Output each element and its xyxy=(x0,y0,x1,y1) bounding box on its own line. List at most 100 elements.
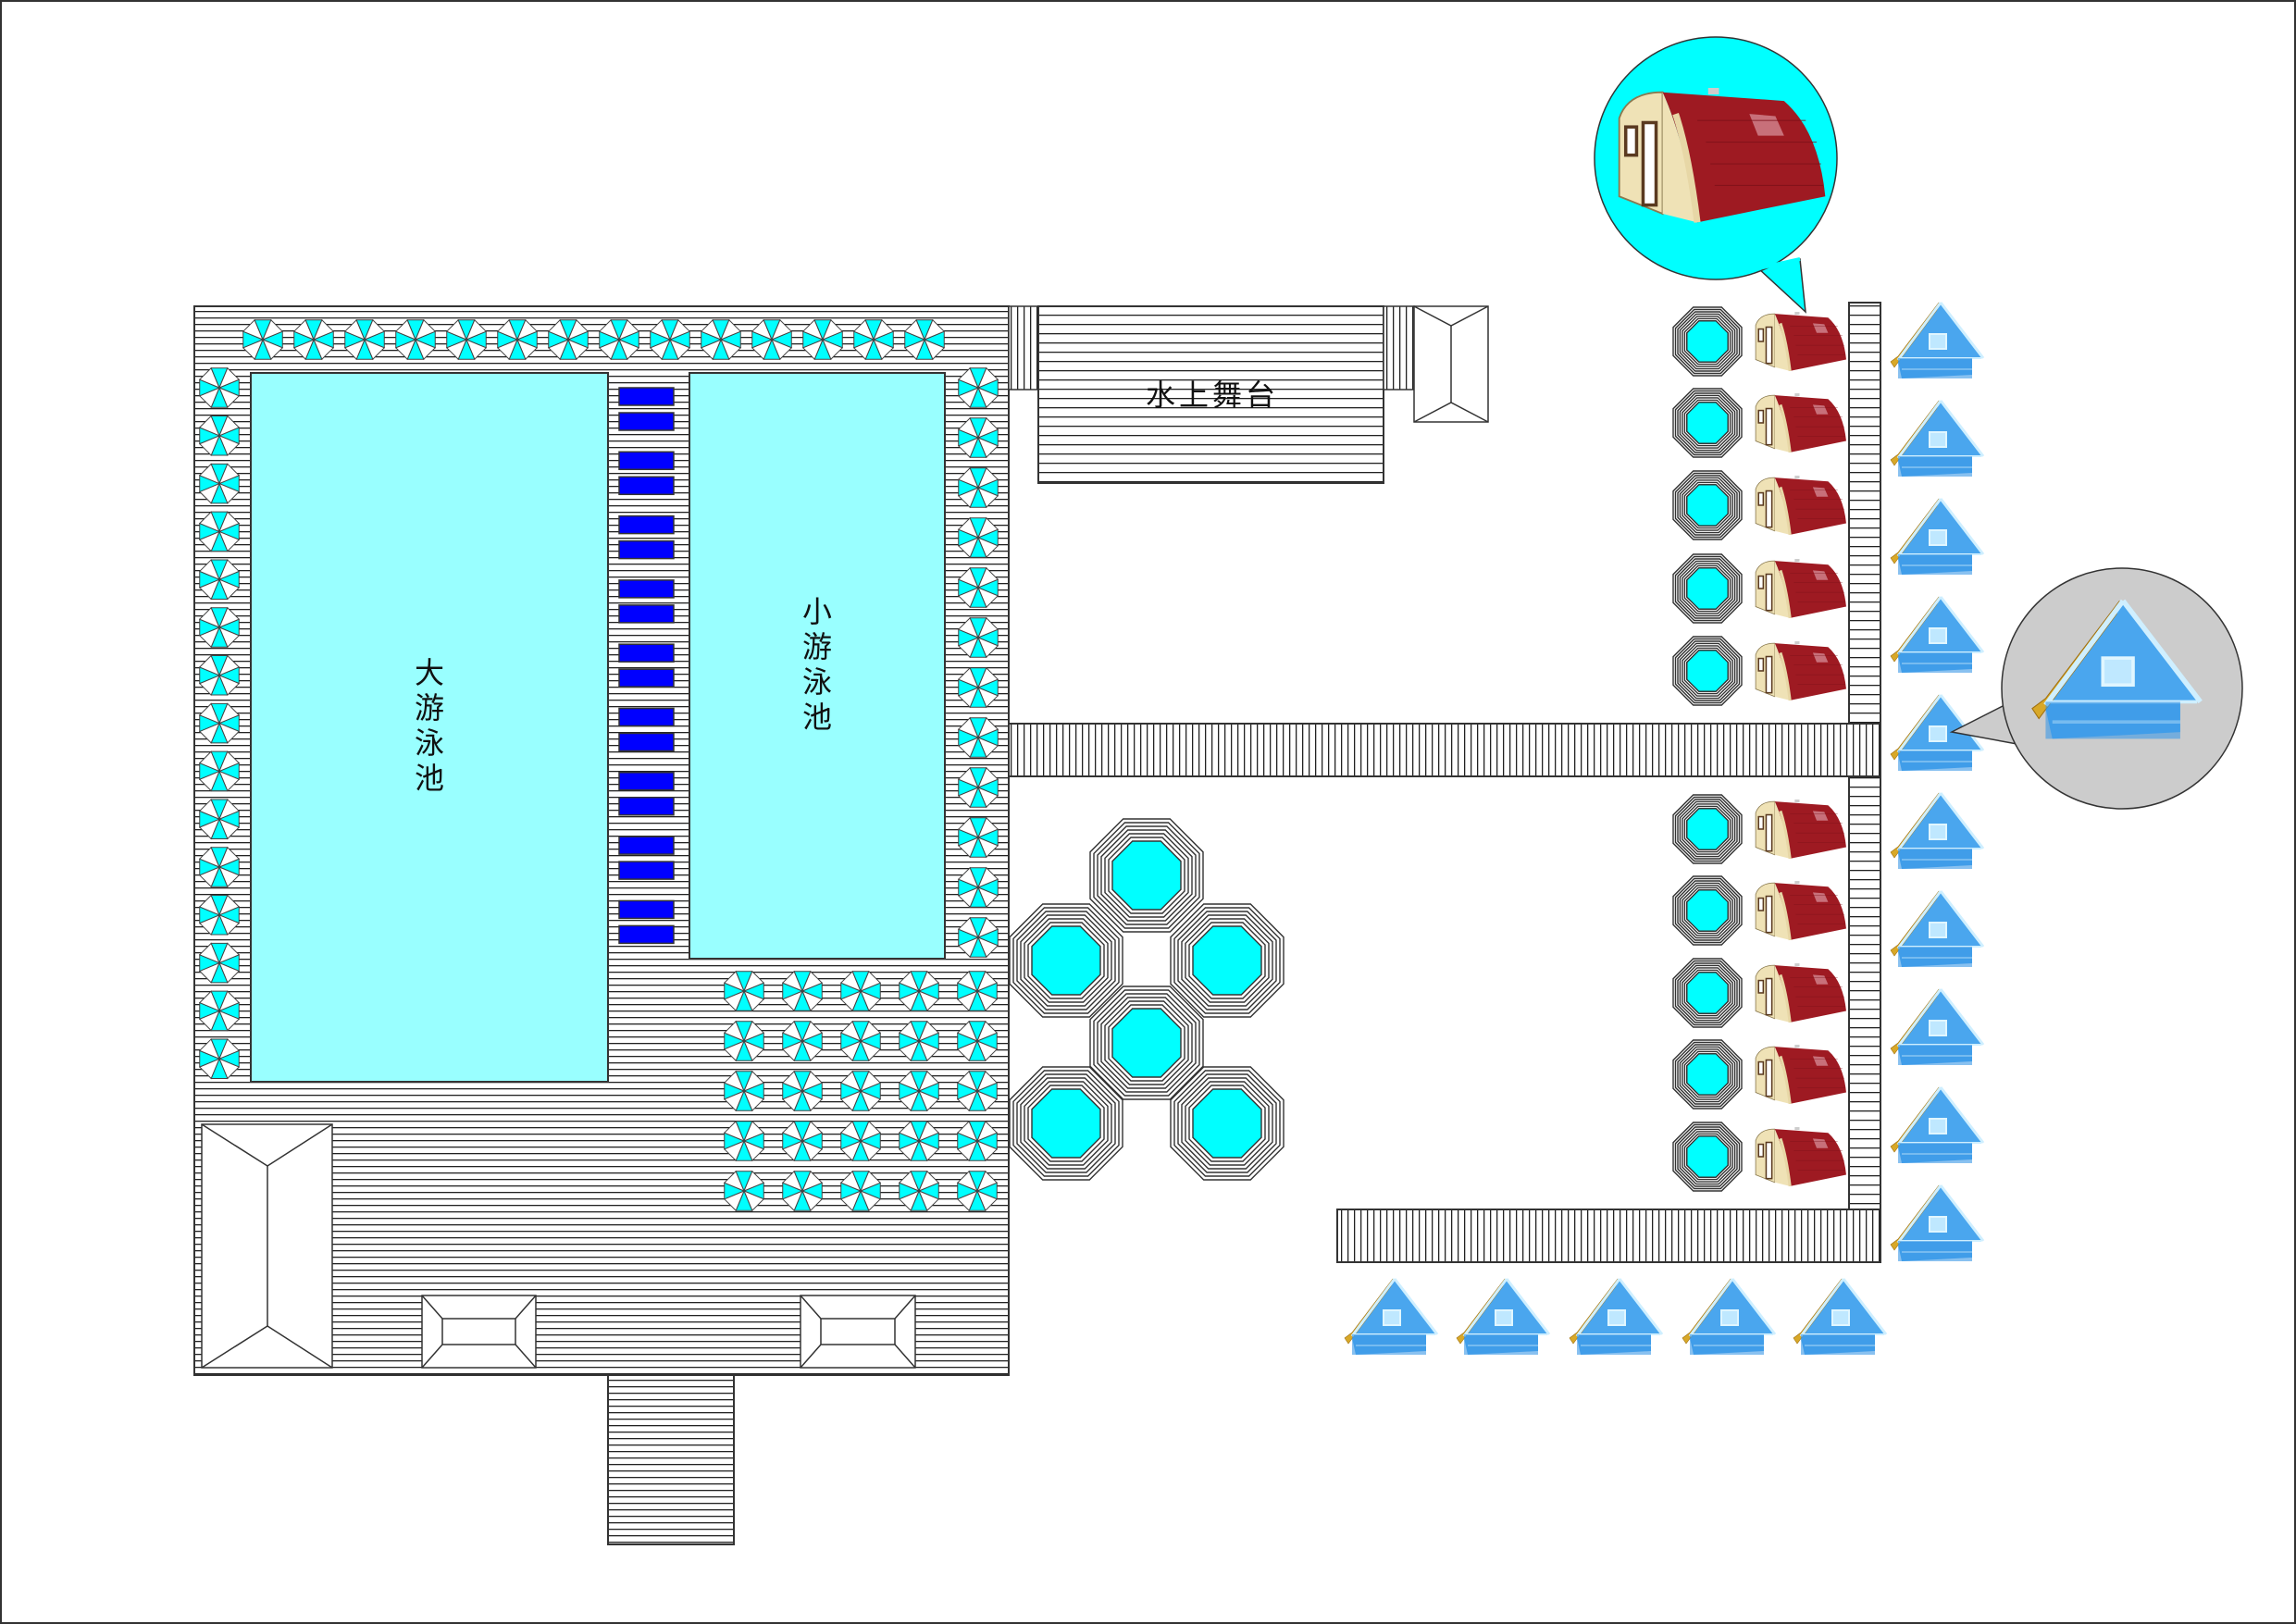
umbrella xyxy=(898,970,940,1012)
sun-lounger xyxy=(618,514,675,535)
umbrella xyxy=(839,1070,882,1112)
umbrella xyxy=(700,318,742,361)
umbrella xyxy=(957,616,999,659)
umbrella xyxy=(394,318,437,361)
umbrella xyxy=(198,799,241,840)
stage-bridge-right xyxy=(1383,305,1415,391)
bottom-walkway xyxy=(1336,1209,1881,1263)
sun-lounger xyxy=(618,579,675,599)
sun-lounger xyxy=(618,668,675,688)
umbrella xyxy=(445,318,488,361)
umbrella xyxy=(956,1070,999,1112)
cabin-walkway-south xyxy=(1848,775,1881,1210)
umbrella xyxy=(956,970,999,1012)
private-jacuzzi xyxy=(1672,794,1743,864)
umbrella xyxy=(198,366,241,409)
umbrella xyxy=(839,1170,882,1212)
water-stage-label: 水上舞台 xyxy=(1146,378,1279,413)
umbrella xyxy=(957,866,999,909)
umbrella xyxy=(649,318,691,361)
umbrella xyxy=(292,318,335,361)
entrance-pier xyxy=(607,1374,735,1545)
changing-building xyxy=(201,1123,333,1369)
private-jacuzzi xyxy=(1672,1122,1743,1192)
sun-lounger xyxy=(618,861,675,880)
umbrella xyxy=(723,1120,765,1162)
aframe-callout xyxy=(1949,567,2243,810)
umbrella xyxy=(198,942,241,984)
jacuzzi xyxy=(1089,986,1204,1100)
umbrella xyxy=(957,816,999,859)
jacuzzi xyxy=(1009,1066,1123,1181)
sun-lounger xyxy=(618,772,675,791)
sun-loungers xyxy=(618,387,675,945)
umbrella xyxy=(198,654,241,696)
water-stage xyxy=(1037,305,1384,484)
umbrella xyxy=(957,416,999,459)
stage-bridge-left xyxy=(1008,305,1039,391)
big-pool xyxy=(250,372,609,1083)
umbrella xyxy=(957,566,999,609)
umbrellas xyxy=(198,318,999,1212)
umbrella xyxy=(957,466,999,509)
umbrella xyxy=(956,1020,999,1062)
umbrella xyxy=(723,1070,765,1112)
private-jacuzzi xyxy=(1672,636,1743,706)
private-jacuzzi xyxy=(1672,553,1743,624)
main-walkway xyxy=(1008,723,1881,777)
umbrella xyxy=(898,1070,940,1112)
umbrella xyxy=(957,366,999,409)
sun-lounger xyxy=(618,836,675,855)
big-pool-label: 大游泳池 xyxy=(410,657,445,798)
stage-backstage-building xyxy=(1413,305,1489,423)
sun-lounger xyxy=(618,797,675,816)
private-jacuzzis xyxy=(1672,306,1743,1192)
umbrella xyxy=(957,666,999,709)
umbrella xyxy=(781,1070,824,1112)
umbrella xyxy=(898,1120,940,1162)
cabin-walkway-north xyxy=(1848,302,1881,725)
sun-lounger xyxy=(618,539,675,560)
umbrella xyxy=(957,916,999,959)
jacuzzi xyxy=(1089,818,1204,933)
umbrella xyxy=(956,1170,999,1212)
umbrella xyxy=(198,415,241,456)
private-jacuzzi xyxy=(1672,306,1743,377)
sun-lounger xyxy=(618,643,675,663)
umbrella xyxy=(598,318,640,361)
umbrella xyxy=(852,318,895,361)
sun-lounger xyxy=(618,732,675,752)
jacuzzi-cluster xyxy=(1009,818,1285,1181)
sun-lounger xyxy=(618,476,675,496)
private-jacuzzi xyxy=(1672,1039,1743,1110)
umbrella xyxy=(781,1020,824,1062)
umbrella xyxy=(903,318,946,361)
small-pool xyxy=(689,372,946,960)
sun-lounger xyxy=(618,451,675,471)
sun-lounger xyxy=(618,412,675,431)
private-jacuzzi xyxy=(1672,470,1743,540)
umbrella xyxy=(781,1170,824,1212)
umbrella xyxy=(751,318,793,361)
umbrella xyxy=(198,1038,241,1080)
umbrella xyxy=(839,1020,882,1062)
umbrella xyxy=(547,318,590,361)
umbrella xyxy=(957,766,999,809)
umbrella xyxy=(723,970,765,1012)
umbrella xyxy=(801,318,844,361)
umbrella xyxy=(898,1170,940,1212)
kiosk-1 xyxy=(421,1295,537,1369)
umbrella xyxy=(198,894,241,936)
umbrella xyxy=(723,1020,765,1062)
umbrella xyxy=(242,318,284,361)
umbrella xyxy=(723,1170,765,1212)
jacuzzi xyxy=(1170,903,1285,1018)
umbrella xyxy=(198,750,241,792)
jacuzzi xyxy=(1009,903,1123,1018)
umbrella xyxy=(839,1120,882,1162)
umbrella xyxy=(781,970,824,1012)
umbrella xyxy=(198,606,241,649)
umbrella xyxy=(198,846,241,888)
sun-lounger xyxy=(618,899,675,920)
